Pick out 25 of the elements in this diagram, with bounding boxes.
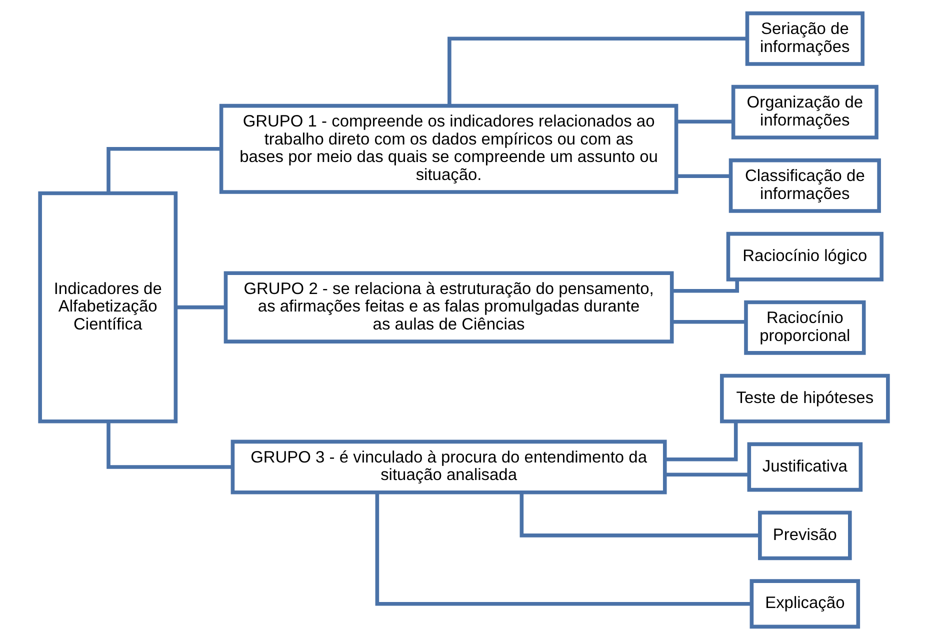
node-box: GRUPO 3 - é vinculado à procura do entendimento da situação analisada: [230, 440, 667, 494]
connector: [176, 305, 226, 310]
node-box: GRUPO 1 - compreende os indicadores relacionados ao trabalho direto com os dados empíricos ou com as bases por meio das quais se compreende um assunto ou situação.: [219, 104, 678, 194]
connector: [448, 36, 748, 106]
node-box: Explicação: [750, 579, 860, 629]
node-box: Previsão: [758, 510, 852, 560]
node-box: Teste de hipóteses: [720, 374, 890, 424]
connector: [676, 174, 730, 178]
connector: [375, 492, 752, 606]
connector: [676, 120, 734, 124]
node-box: Raciocínio lógico: [726, 232, 884, 282]
node-box: GRUPO 2 - se relaciona à estruturação do pensamento, as afirmações feitas e as falas promulgadas durante as aulas de Ciências: [224, 271, 674, 344]
connector: [665, 472, 750, 477]
node-box: Raciocínio proporcional: [744, 300, 866, 355]
connector: [106, 422, 232, 469]
connector: [106, 147, 221, 194]
node-box: Indicadores de Alfabetização Científica: [38, 191, 178, 424]
connector: [672, 320, 746, 324]
connector: [664, 422, 738, 462]
node-box: Seriação de informações: [745, 11, 864, 66]
connector: [520, 492, 760, 538]
node-box: Classificação de informações: [728, 158, 881, 213]
connector: [672, 280, 740, 293]
node-box: Justificativa: [747, 442, 863, 492]
node-box: Organização de informações: [731, 84, 878, 140]
